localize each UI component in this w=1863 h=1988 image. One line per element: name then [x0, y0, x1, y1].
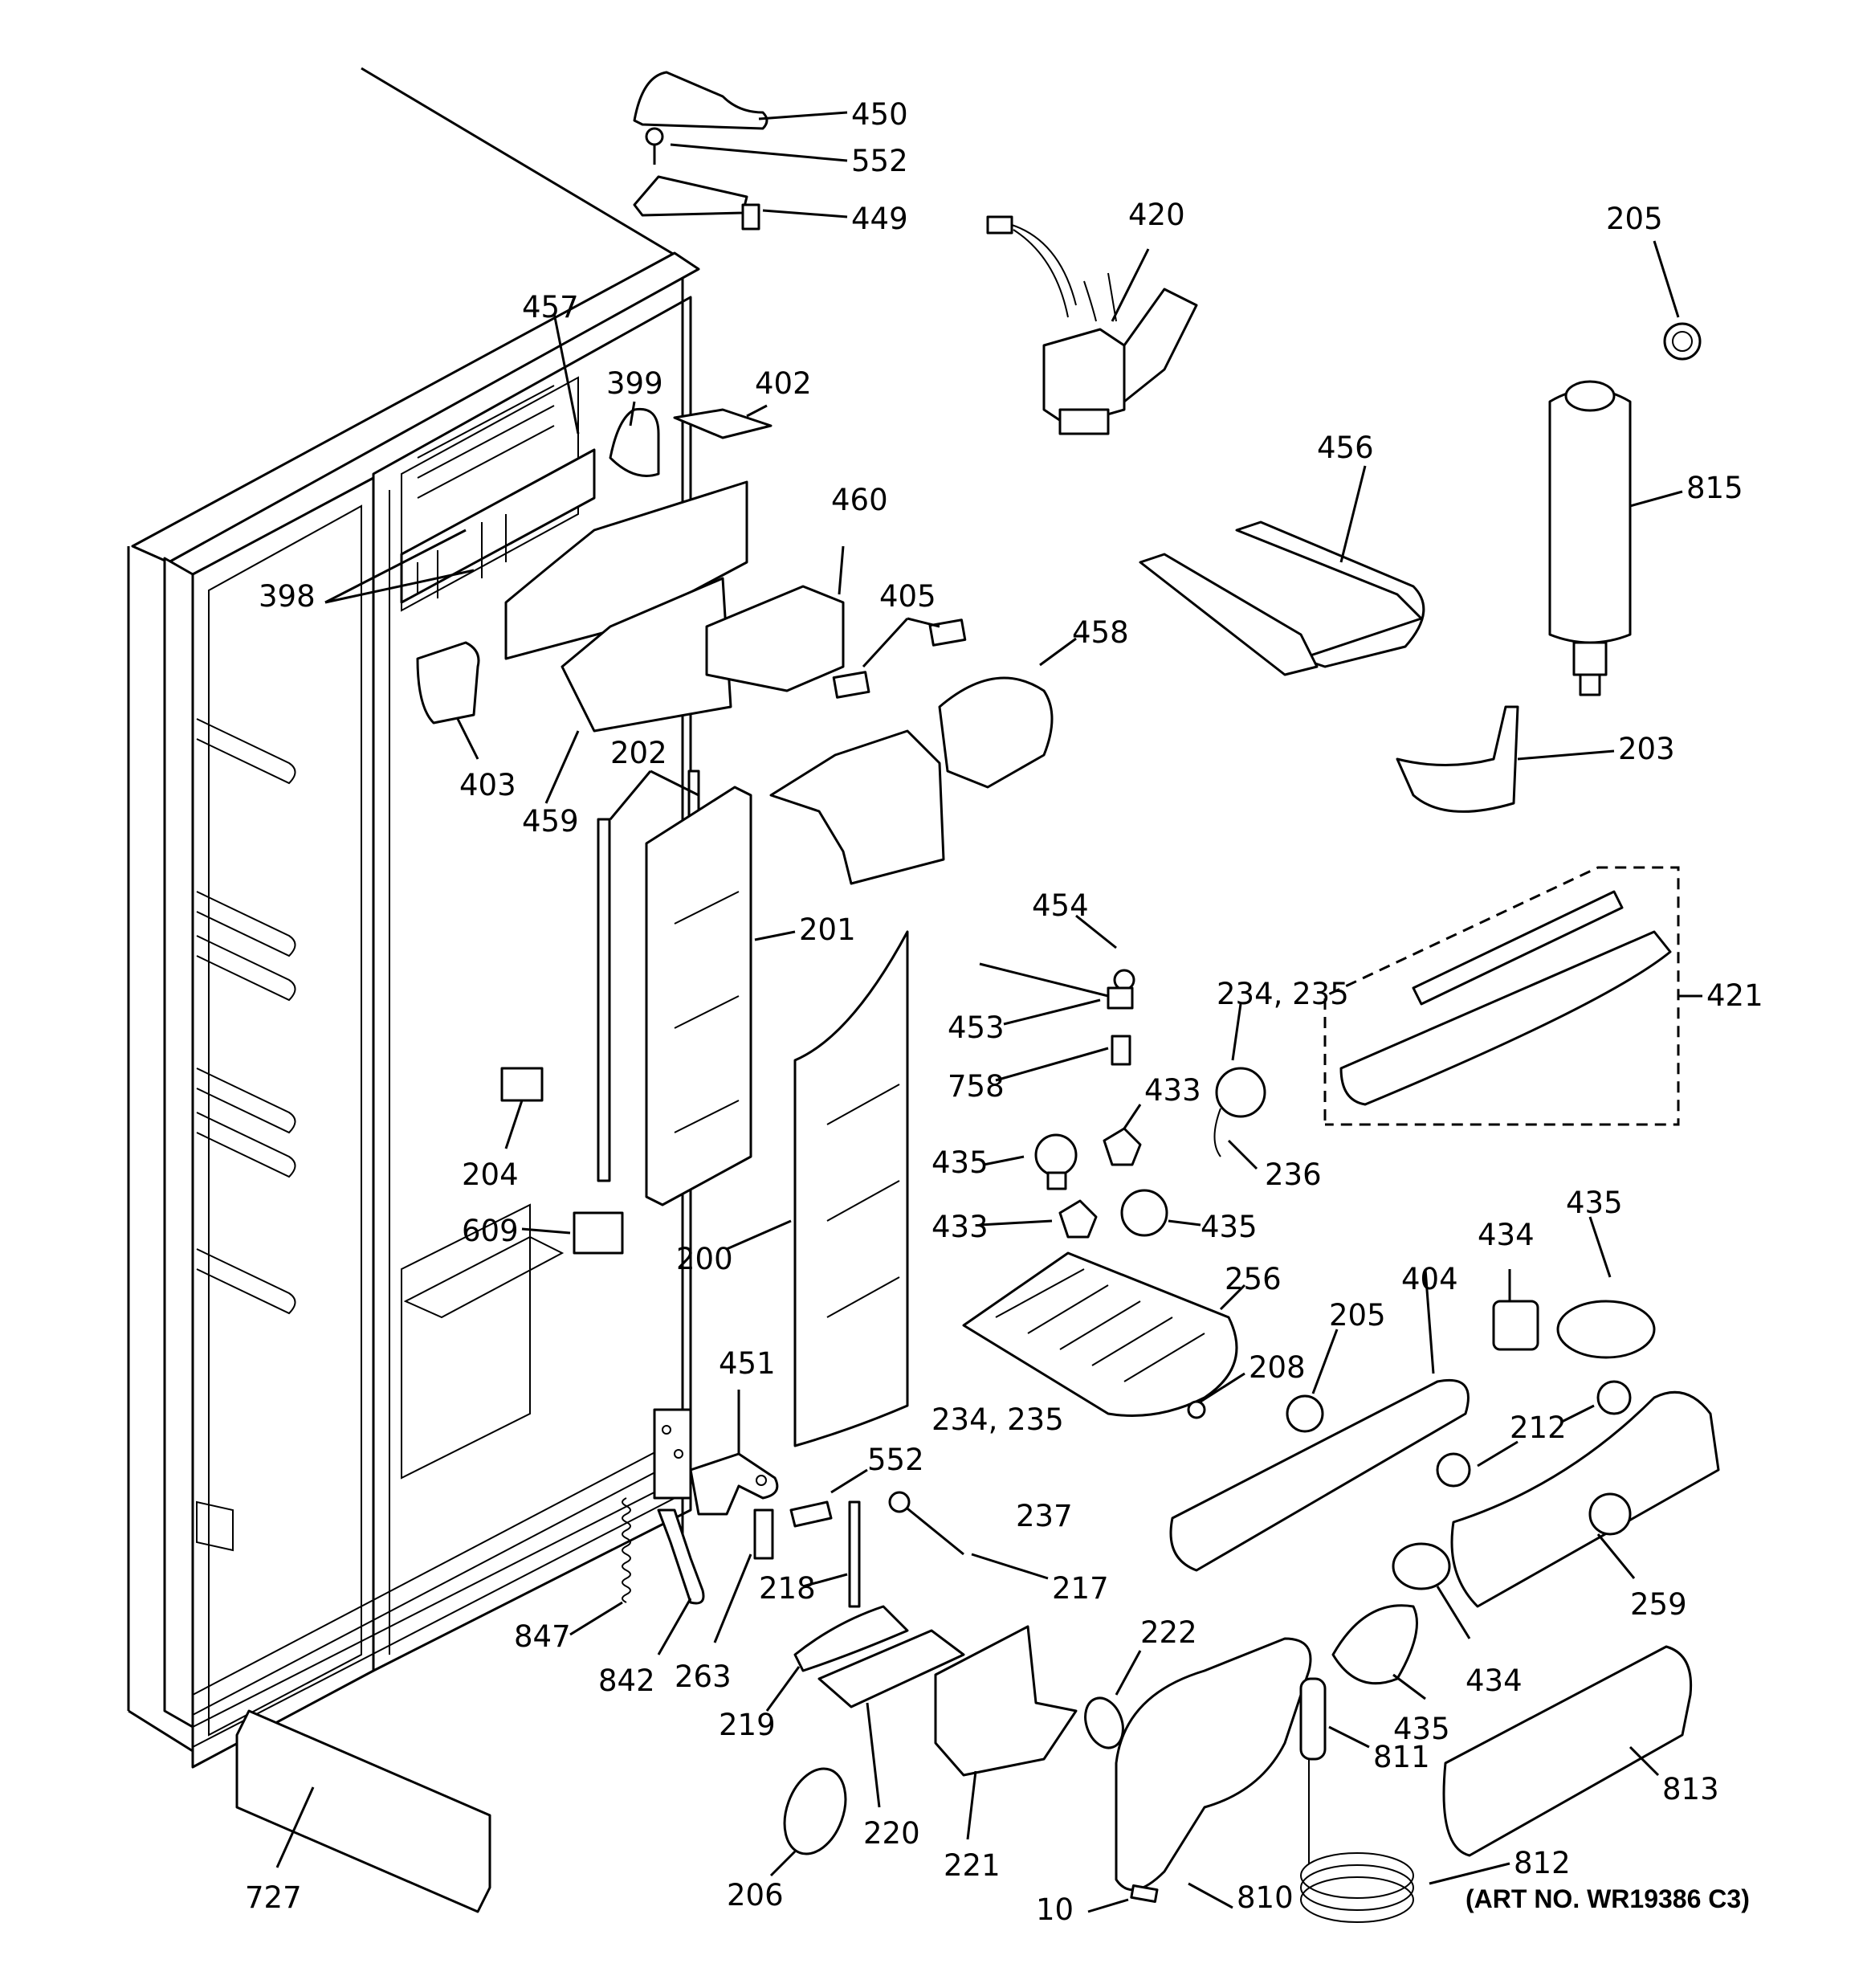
label-434b: 434 [1466, 1663, 1523, 1698]
fridge-cabinet [127, 67, 700, 1769]
part-727-grille [235, 1709, 491, 1913]
label-219: 219 [719, 1708, 776, 1742]
label-435b: 435 [1201, 1210, 1258, 1244]
lamp-housing-parts [1331, 1216, 1720, 1700]
label-450: 450 [851, 97, 908, 132]
label-234-235: 234, 235 [1217, 977, 1349, 1011]
top-hinge-assembly [633, 71, 848, 231]
label-217: 217 [1052, 1571, 1109, 1606]
label-458: 458 [1072, 615, 1129, 650]
part-420-module [986, 215, 1198, 435]
label-456: 456 [1317, 431, 1374, 465]
label-451: 451 [719, 1346, 776, 1381]
water-valve-assembly [1084, 1637, 1510, 1923]
label-434: 434 [1478, 1218, 1535, 1252]
label-220: 220 [863, 1816, 920, 1851]
label-259: 259 [1630, 1587, 1687, 1622]
label-815: 815 [1686, 471, 1743, 505]
label-256: 256 [1225, 1262, 1282, 1296]
label-758: 758 [948, 1069, 1005, 1104]
label-453: 453 [948, 1010, 1005, 1045]
label-454: 454 [1032, 888, 1089, 923]
label-200: 200 [676, 1242, 733, 1276]
label-206: 206 [727, 1878, 784, 1912]
label-204: 204 [462, 1157, 519, 1192]
label-727: 727 [245, 1880, 302, 1915]
label-203: 203 [1618, 732, 1675, 766]
label-201: 201 [799, 912, 856, 947]
label-433: 433 [1144, 1073, 1201, 1108]
door-shelf-parts [597, 769, 909, 1447]
part-256-tray [962, 1251, 1246, 1417]
label-402: 402 [755, 366, 812, 401]
label-208: 208 [1249, 1350, 1306, 1385]
part-405-clips [832, 617, 967, 699]
label-212: 212 [1510, 1410, 1567, 1445]
label-449: 449 [851, 202, 908, 236]
water-filter-group [1396, 240, 1702, 813]
label-205: 205 [1606, 202, 1663, 236]
label-842: 842 [598, 1663, 655, 1698]
label-813: 813 [1662, 1772, 1719, 1806]
label-811: 811 [1373, 1740, 1430, 1774]
label-404: 404 [1401, 1262, 1458, 1296]
spring-lever-parts [569, 1497, 774, 1655]
dispenser-mechanism [689, 1390, 1049, 1608]
part-458-duct [769, 637, 1077, 885]
label-205b: 205 [1329, 1298, 1386, 1333]
label-218: 218 [759, 1571, 816, 1606]
label-847: 847 [514, 1619, 571, 1654]
label-221: 221 [944, 1848, 1001, 1883]
switch-parts [500, 1067, 624, 1255]
part-number-labels: 450 552 449 420 205 457 399 402 815 456 … [245, 97, 1763, 1927]
label-435: 435 [932, 1145, 989, 1180]
label-420: 420 [1128, 198, 1185, 232]
label-433b: 433 [932, 1210, 989, 1244]
label-405: 405 [879, 579, 936, 614]
label-435c: 435 [1566, 1186, 1623, 1220]
label-222: 222 [1140, 1615, 1197, 1650]
label-459: 459 [522, 804, 579, 839]
label-237: 237 [1016, 1499, 1073, 1533]
dispenser-trays [765, 1605, 1078, 1877]
label-435d: 435 [1393, 1712, 1450, 1746]
label-399: 399 [606, 366, 663, 401]
art-number-caption: (ART NO. WR19386 C3) [1466, 1884, 1750, 1913]
label-810: 810 [1237, 1880, 1294, 1915]
label-236: 236 [1265, 1157, 1322, 1192]
label-263: 263 [675, 1659, 732, 1694]
label-460: 460 [831, 483, 888, 517]
label-421: 421 [1706, 978, 1763, 1013]
light-socket-screws [979, 914, 1135, 1082]
upper-duct-parts [324, 312, 845, 804]
label-552b: 552 [867, 1443, 924, 1477]
label-609: 609 [462, 1214, 519, 1248]
part-456-bracket [1139, 465, 1425, 676]
label-398: 398 [259, 579, 316, 614]
label-202: 202 [610, 736, 667, 770]
label-10: 10 [1036, 1892, 1074, 1927]
part-404-cover [1169, 1268, 1470, 1572]
label-812: 812 [1514, 1846, 1571, 1880]
part-421-assembly [1323, 866, 1702, 1126]
label-403: 403 [459, 768, 516, 802]
part-813-cover [1442, 1645, 1693, 1857]
label-234-235b: 234, 235 [932, 1402, 1064, 1437]
label-552: 552 [851, 144, 908, 178]
label-457: 457 [522, 290, 579, 325]
lamp-parts [979, 1003, 1266, 1239]
